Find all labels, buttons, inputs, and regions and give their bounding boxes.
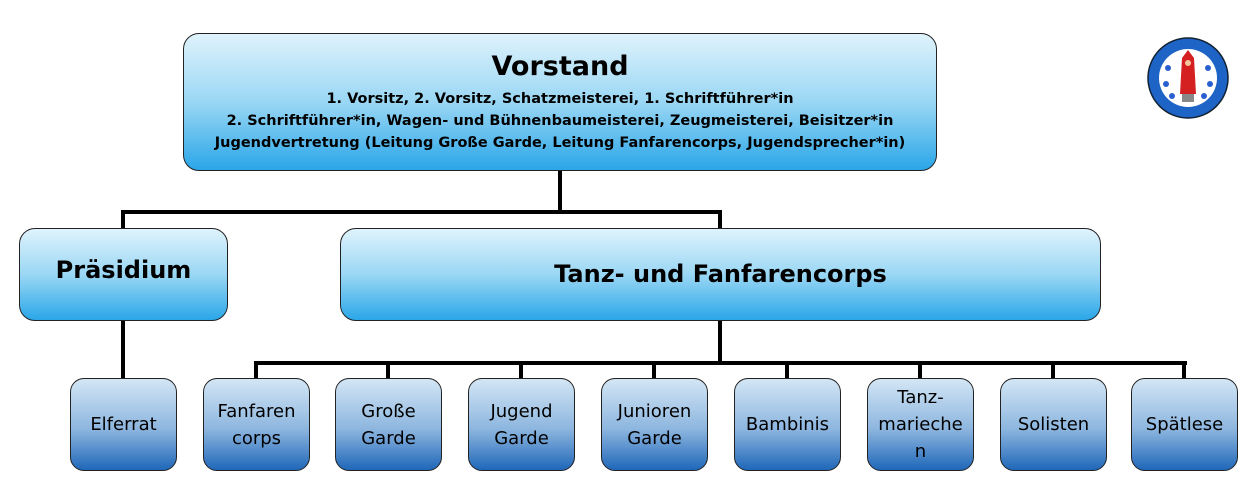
unit-label: Bambinis: [745, 414, 830, 435]
unit-box: Große Garde: [335, 378, 442, 471]
unit-label: Tanz-marieche n: [878, 387, 963, 462]
connector: [121, 210, 125, 228]
unit-label: Große Garde: [361, 400, 416, 449]
connector: [254, 361, 258, 378]
praesidium-box: Präsidium: [19, 228, 228, 321]
connector: [254, 361, 1187, 365]
connector: [121, 321, 125, 378]
vorstand-title: Vorstand: [491, 50, 629, 82]
unit-label: Fanfaren corps: [217, 400, 296, 449]
connector: [1182, 361, 1186, 378]
unit-box: Junioren Garde: [601, 378, 708, 471]
unit-box: Jugend Garde: [468, 378, 575, 471]
unit-label: Spätlese: [1145, 414, 1224, 435]
tanz-label: Tanz- und Fanfarencorps: [554, 259, 887, 288]
connector: [918, 361, 922, 378]
connector: [1051, 361, 1055, 378]
connector: [785, 361, 789, 378]
club-logo: [1147, 37, 1229, 119]
unit-label: Jugend Garde: [490, 400, 553, 449]
connector: [519, 361, 523, 378]
unit-box: Spätlese: [1131, 378, 1238, 471]
unit-label: Solisten: [1017, 414, 1090, 435]
unit-label: Junioren Garde: [617, 400, 692, 449]
vorstand-line: Jugendvertretung (Leitung Große Garde, L…: [214, 134, 906, 151]
connector: [718, 321, 722, 364]
connector: [652, 361, 656, 378]
unit-box: Elferrat: [70, 378, 177, 471]
praesidium-label: Präsidium: [55, 255, 192, 284]
vorstand-line: 2. Schriftführer*in, Wagen- und Bühnenba…: [226, 112, 894, 129]
unit-label: Elferrat: [90, 414, 157, 435]
unit-box: Tanz-marieche n: [867, 378, 974, 471]
connector: [558, 171, 562, 213]
connector: [718, 210, 722, 228]
unit-box: Fanfaren corps: [203, 378, 310, 471]
unit-box: Solisten: [1000, 378, 1107, 471]
connector: [386, 361, 390, 378]
vorstand-line: 1. Vorsitz, 2. Vorsitz, Schatzmeisterei,…: [326, 90, 794, 107]
tanz-box: Tanz- und Fanfarencorps: [340, 228, 1101, 321]
unit-box: Bambinis: [734, 378, 841, 471]
connector: [121, 210, 722, 214]
vorstand-box: Vorstand 1. Vorsitz, 2. Vorsitz, Schatzm…: [183, 33, 937, 171]
